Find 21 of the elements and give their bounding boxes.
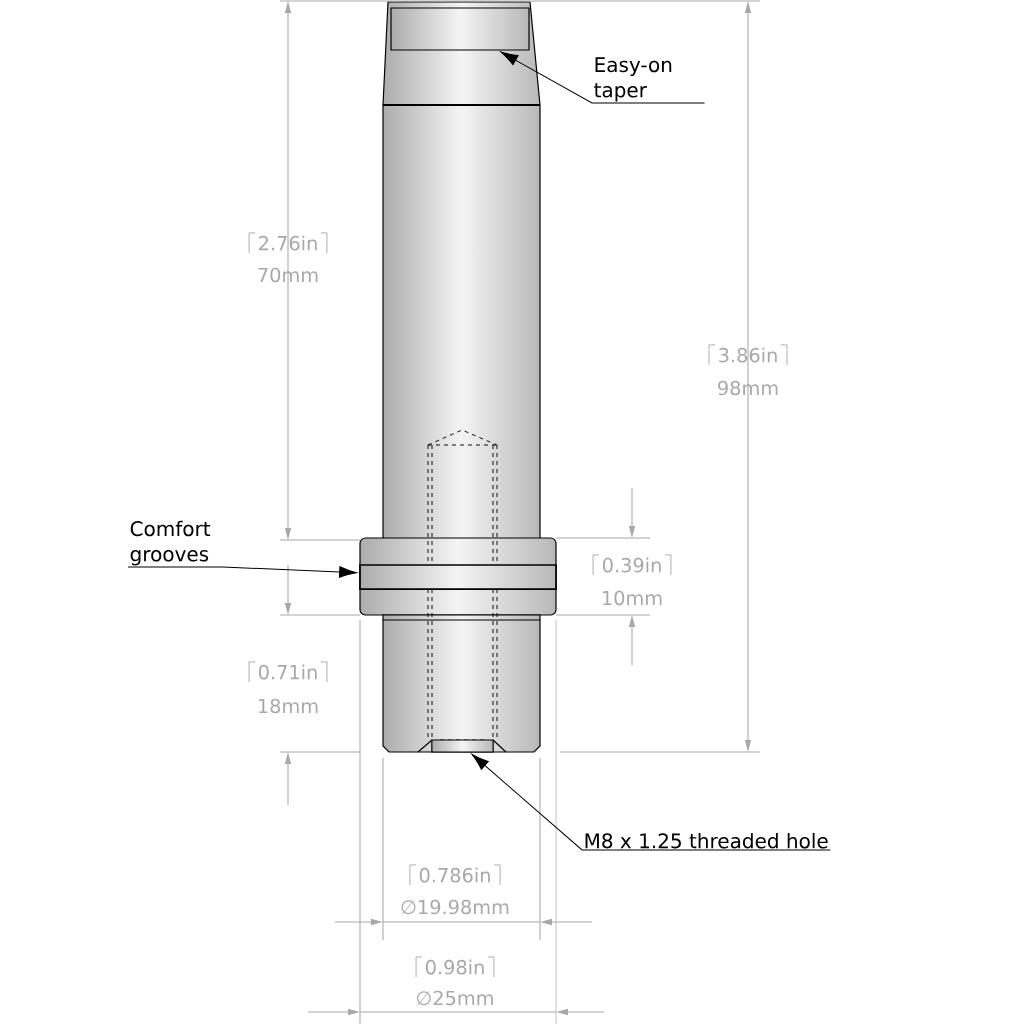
leader-line (127, 566, 357, 578)
dimension-text: 3.86in (719, 347, 777, 363)
dimension-text: 98mm (718, 380, 778, 396)
leader-line (471, 753, 831, 851)
dimension-text: 0.98in (425, 959, 484, 975)
dimension-text: ∅19.98mm (401, 899, 509, 915)
callout-text: Comfort grooves (130, 520, 211, 566)
dimension-text: 0.786in (419, 867, 490, 883)
dimension-text: 0.71in (258, 664, 317, 680)
dimension-text: 0.39in (602, 557, 661, 573)
callout-text: Easy-on taper (594, 57, 672, 102)
dimension-text: 70mm (258, 267, 318, 283)
leader-line (500, 51, 706, 104)
callout-text: M8 x 1.25 threaded hole (585, 832, 828, 849)
dimension-text: 2.76in (259, 235, 317, 251)
dimension-text: ∅25mm (416, 990, 493, 1006)
dimension-text: 10mm (603, 590, 662, 606)
taper-band (390, 7, 530, 51)
hole-opening (431, 739, 494, 753)
groove-band (359, 564, 557, 590)
dimension-text: 18mm (259, 698, 318, 714)
